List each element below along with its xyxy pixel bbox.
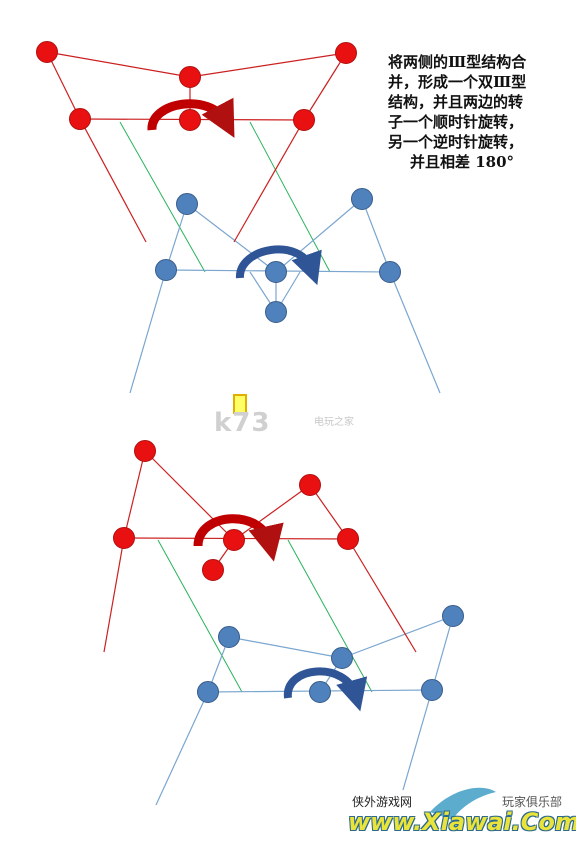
- blue-joint: [309, 681, 331, 703]
- caption-line: 将两侧的Ⅲ型结构合: [388, 53, 527, 71]
- bottom-green-links: [157, 539, 373, 693]
- top-red-joints: [36, 41, 357, 131]
- bottom-diagram: [103, 440, 464, 806]
- top-diagram: [36, 41, 441, 394]
- red-joint: [337, 528, 359, 550]
- red-joint: [179, 66, 201, 88]
- caption-line: 子一个顺时针旋转，: [388, 113, 524, 131]
- caption-line: 结构，并且两边的转: [388, 93, 524, 111]
- bottom-red-frame: [103, 450, 417, 653]
- red-joint: [293, 109, 315, 131]
- red-joint: [202, 559, 224, 581]
- blue-joint: [197, 681, 219, 703]
- blue-joint: [379, 261, 401, 283]
- bottom-blue-frame: [155, 615, 454, 806]
- top-blue-joints: [155, 188, 401, 323]
- blue-joint: [331, 647, 353, 669]
- rotation-arrow-icon: [236, 245, 322, 286]
- blue-joint: [218, 626, 240, 648]
- blue-joint: [155, 259, 177, 281]
- red-joint: [36, 41, 58, 63]
- red-joint: [113, 527, 135, 549]
- blue-joint: [176, 193, 198, 215]
- rotation-arrow-clockwise-icon: [147, 97, 235, 138]
- red-joint: [335, 42, 357, 64]
- caption-line: 另一个逆时针旋转，: [388, 133, 524, 151]
- red-joint: [223, 529, 245, 551]
- blue-joint: [351, 188, 373, 210]
- caption-line: 并且相差 180°: [410, 153, 515, 171]
- caption-line: 并，形成一个双Ⅲ型: [388, 73, 527, 91]
- top-blue-frame: [129, 198, 441, 394]
- wave-logo-icon: [430, 787, 496, 820]
- bottom-blue-joints: [197, 605, 464, 703]
- blue-joint: [442, 605, 464, 627]
- rotation-arrow-icon: [283, 667, 368, 712]
- watermark-brand-left: 侠外游戏网: [352, 795, 413, 809]
- rotation-arrow-clockwise-icon: [193, 514, 284, 562]
- red-joint: [179, 109, 201, 131]
- blue-joint: [265, 301, 287, 323]
- watermark-marker: [233, 394, 247, 414]
- red-joint: [134, 440, 156, 462]
- blue-joint: [265, 261, 287, 283]
- bottom-red-joints: [113, 440, 359, 581]
- blue-joint: [421, 679, 443, 701]
- watermark-site-sub: 电玩之家: [314, 417, 354, 428]
- watermark-brand-right: 玩家俱乐部: [502, 795, 563, 809]
- caption-text: 将两侧的Ⅲ型结构合 并，形成一个双Ⅲ型 结构，并且两边的转 子一个顺时针旋转， …: [388, 52, 560, 172]
- top-green-links: [119, 121, 331, 273]
- red-joint: [69, 108, 91, 130]
- watermark-url: www.Xiawai.Com: [348, 808, 576, 836]
- red-joint: [299, 474, 321, 496]
- watermark-site: k73: [214, 408, 271, 438]
